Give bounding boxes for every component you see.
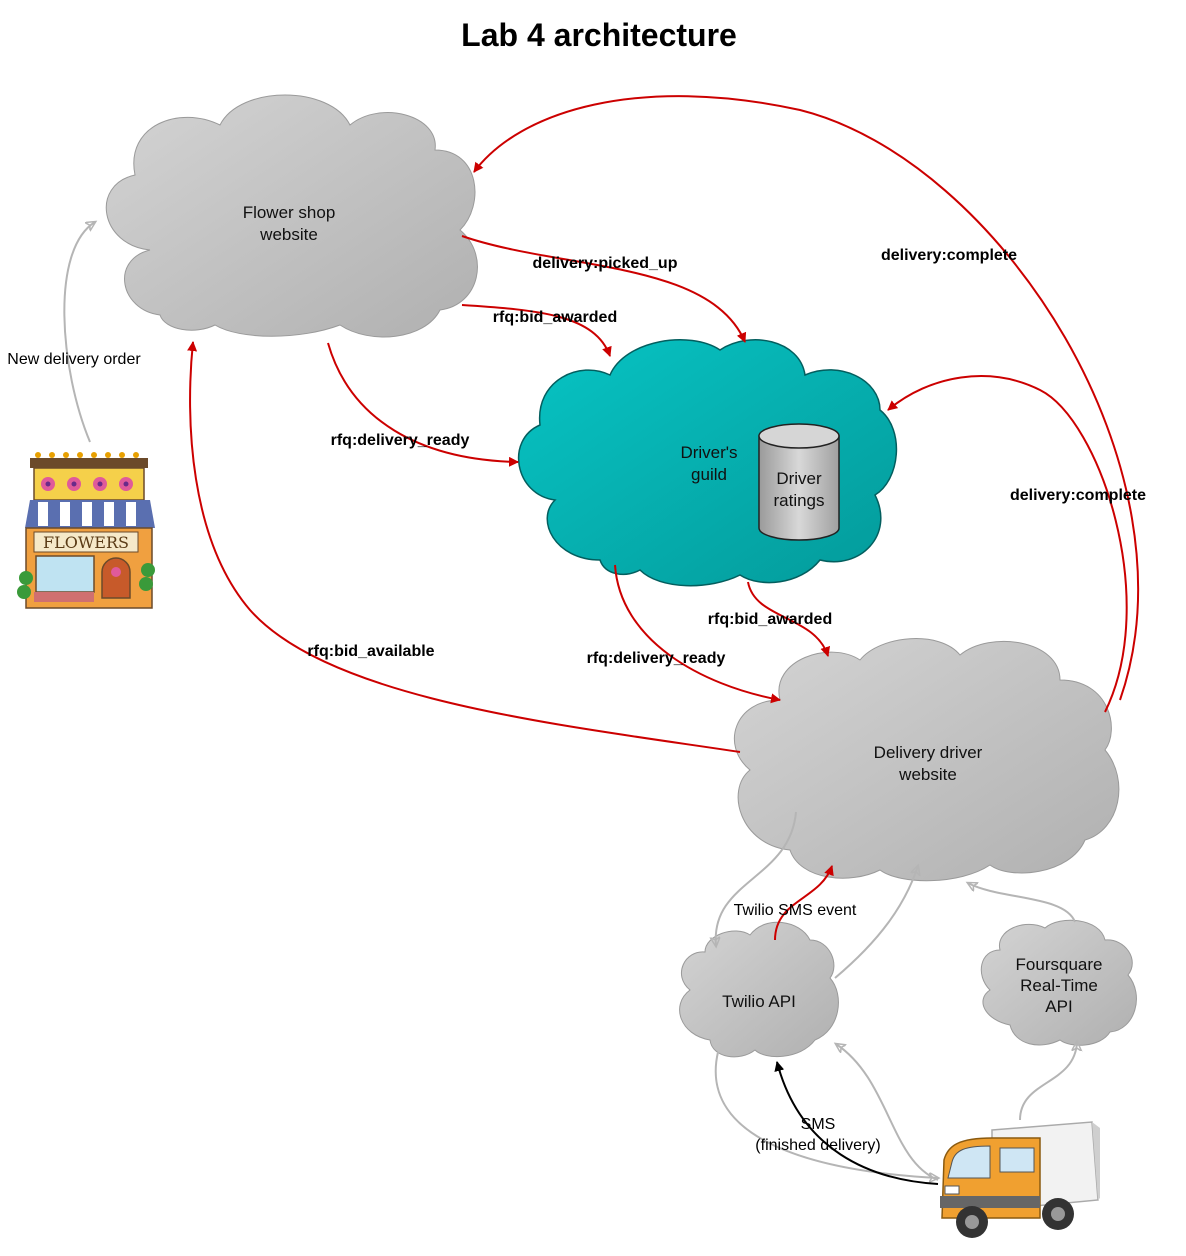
label-rfq-bid-awarded-shop: rfq:bid_awarded bbox=[493, 309, 617, 326]
edge-rfq-delivery-ready-shop bbox=[327, 342, 519, 467]
edge-sms-finished-delivery bbox=[774, 1061, 939, 1185]
edge-truck-to-foursquare bbox=[1019, 1042, 1077, 1121]
edge-delivery-picked-up bbox=[461, 235, 747, 343]
delivery-driver-cloud: Delivery driver website bbox=[733, 638, 1120, 882]
flower-shop-cloud: Flower shop website bbox=[105, 94, 478, 338]
foursquare-cloud: Foursquare Real-Time API bbox=[980, 919, 1137, 1046]
drivers-guild-label-line2: guild bbox=[691, 465, 727, 484]
twilio-api-label: Twilio API bbox=[722, 992, 796, 1011]
driver-ratings-label-line1: Driver bbox=[776, 469, 822, 488]
foursquare-label-line3: API bbox=[1045, 997, 1072, 1016]
edge-delivery-complete-shop bbox=[473, 95, 1139, 701]
label-rfq-delivery-ready-guild: rfq:delivery_ready bbox=[587, 650, 726, 667]
label-twilio-sms-event: Twilio SMS event bbox=[734, 902, 857, 919]
delivery-truck-illustration bbox=[940, 1121, 1100, 1238]
drivers-guild-cloud: Driver's guild bbox=[517, 339, 898, 587]
edge-twilio-sms-event bbox=[774, 865, 834, 941]
diagram-title: Lab 4 architecture bbox=[461, 17, 737, 53]
flower-shop-label-line2: website bbox=[259, 225, 318, 244]
edge-driver-to-twilio bbox=[716, 811, 797, 946]
driver-ratings-database: Driver ratings bbox=[758, 423, 840, 541]
delivery-driver-label-line1: Delivery driver bbox=[874, 743, 983, 762]
edge-delivery-complete-guild bbox=[887, 375, 1128, 713]
label-sms-line1: SMS bbox=[801, 1116, 836, 1133]
label-delivery-complete-shop: delivery:complete bbox=[881, 247, 1017, 264]
twilio-api-cloud: Twilio API bbox=[679, 921, 839, 1058]
edge-new-delivery-order bbox=[63, 222, 95, 443]
edge-rfq-bid-awarded-guild bbox=[747, 581, 831, 657]
label-rfq-delivery-ready-shop: rfq:delivery_ready bbox=[331, 432, 470, 449]
flower-shop-label-line1: Flower shop bbox=[243, 203, 336, 222]
flower-store-illustration: FLOWERS bbox=[17, 452, 155, 609]
edge-foursquare-to-driver bbox=[968, 883, 1076, 923]
driver-ratings-label-line2: ratings bbox=[773, 491, 824, 510]
label-delivery-picked-up: delivery:picked_up bbox=[533, 255, 678, 272]
label-sms-line2: (finished delivery) bbox=[755, 1137, 880, 1154]
drivers-guild-label-line1: Driver's bbox=[680, 443, 737, 462]
edge-twilio-to-truck bbox=[714, 1051, 938, 1178]
label-rfq-bid-available: rfq:bid_available bbox=[307, 643, 434, 660]
foursquare-label-line2: Real-Time bbox=[1020, 976, 1098, 995]
edge-rfq-delivery-ready-guild bbox=[614, 564, 781, 704]
delivery-driver-label-line2: website bbox=[898, 765, 957, 784]
label-new-delivery-order: New delivery order bbox=[7, 351, 141, 368]
edge-rfq-bid-awarded-shop bbox=[461, 304, 612, 357]
edge-rfq-bid-available bbox=[187, 341, 741, 753]
foursquare-label-line1: Foursquare bbox=[1016, 955, 1103, 974]
edge-truck-to-twilio-gray bbox=[836, 1044, 939, 1181]
flower-store-sign: FLOWERS bbox=[43, 533, 129, 552]
edge-twilio-to-driver bbox=[834, 866, 918, 979]
label-delivery-complete-guild: delivery:complete bbox=[1010, 487, 1146, 504]
label-rfq-bid-awarded-guild: rfq:bid_awarded bbox=[708, 611, 832, 628]
